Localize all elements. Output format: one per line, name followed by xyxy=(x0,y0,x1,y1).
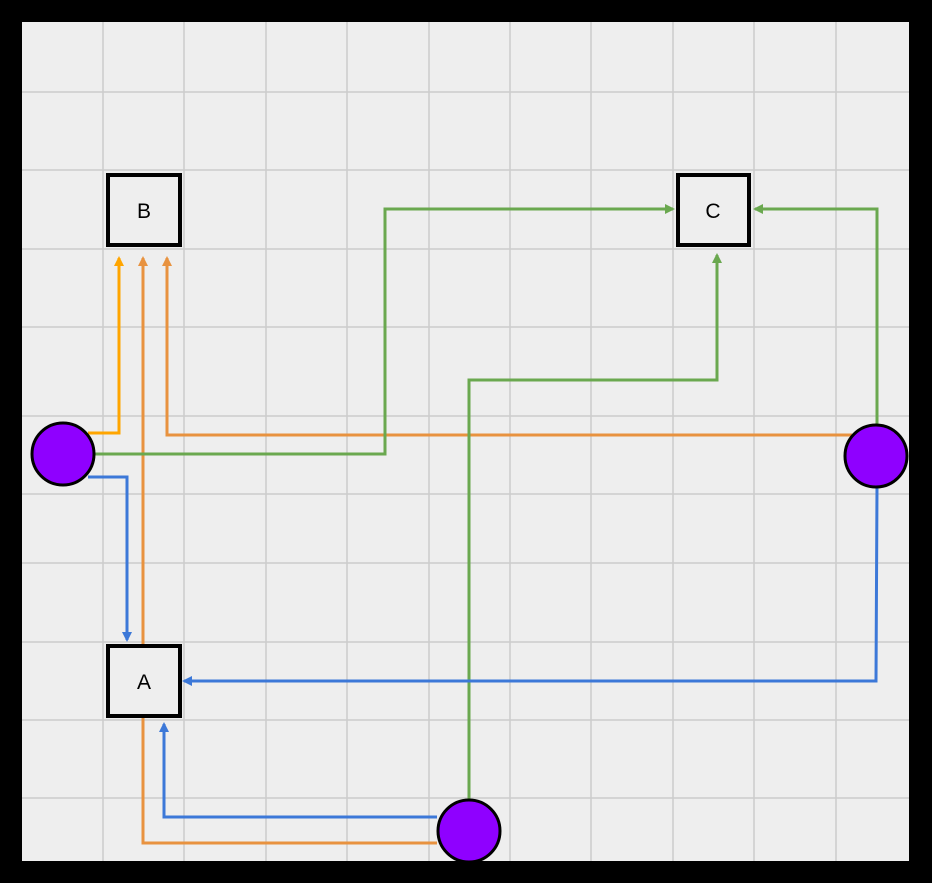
node-c-label: C xyxy=(705,200,720,223)
node-a-label: A xyxy=(137,671,151,694)
edge-right-to-b xyxy=(162,256,852,437)
node-b-label: B xyxy=(137,200,151,223)
edge-left-to-b xyxy=(88,256,124,435)
canvas-background xyxy=(22,22,909,861)
edge-left-to-c xyxy=(93,204,675,456)
node-b[interactable]: B xyxy=(106,173,182,247)
circle-node-right[interactable] xyxy=(843,423,909,489)
grid-lines xyxy=(22,22,909,861)
node-a[interactable]: A xyxy=(106,644,182,718)
edge-bottom-to-c xyxy=(467,253,722,800)
circle-node-left[interactable] xyxy=(30,421,96,487)
node-c[interactable]: C xyxy=(676,173,751,247)
edge-right-to-c xyxy=(753,204,879,425)
edge-bottom-to-a xyxy=(159,722,437,819)
circle-node-bottom[interactable] xyxy=(436,798,502,864)
edge-left-to-a xyxy=(88,475,132,642)
edges xyxy=(88,204,879,845)
edge-right-to-a xyxy=(182,486,879,686)
